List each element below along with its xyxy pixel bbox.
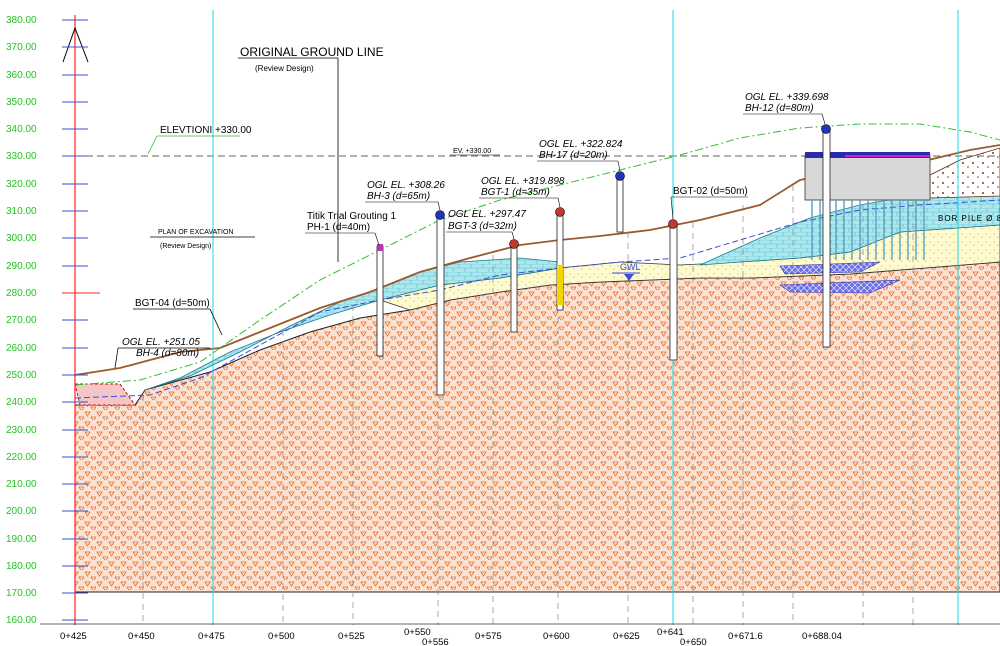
borehole-bh3[interactable] bbox=[435, 210, 445, 396]
svg-text:220.00: 220.00 bbox=[6, 452, 37, 463]
svg-text:0+600: 0+600 bbox=[543, 631, 570, 642]
svg-text:0+641: 0+641 bbox=[657, 627, 684, 638]
svg-text:0+550: 0+550 bbox=[404, 627, 431, 638]
svg-text:170.00: 170.00 bbox=[6, 588, 37, 599]
svg-text:240.00: 240.00 bbox=[6, 397, 37, 408]
svg-text:330.00: 330.00 bbox=[6, 151, 37, 162]
svg-text:210.00: 210.00 bbox=[6, 479, 37, 490]
borehole-bgt02[interactable] bbox=[668, 219, 678, 361]
elevation-labels: 380.00 370.00 360.00 350.00 340.00 330.0… bbox=[6, 15, 37, 626]
svg-text:0+525: 0+525 bbox=[338, 631, 365, 642]
bgt3-ogl-label: OGL EL. +297.47 bbox=[448, 209, 526, 220]
svg-text:0+575: 0+575 bbox=[475, 631, 502, 642]
bh4-ogl-label: OGL EL. +251.05 bbox=[122, 337, 200, 348]
svg-text:280.00: 280.00 bbox=[6, 288, 37, 299]
ev-330-label: EV. +330.00 bbox=[453, 148, 491, 155]
borehole-marker-icon bbox=[377, 244, 383, 251]
review-design-note: (Review Design) bbox=[255, 64, 314, 73]
north-arrow-icon bbox=[62, 26, 89, 63]
svg-text:270.00: 270.00 bbox=[6, 315, 37, 326]
svg-text:290.00: 290.00 bbox=[6, 261, 37, 272]
borehole-marker-icon bbox=[615, 171, 625, 181]
svg-text:0+688.04: 0+688.04 bbox=[802, 631, 842, 642]
borehole-marker-icon bbox=[555, 207, 565, 217]
bh17-ogl-label: OGL EL. +322.824 bbox=[539, 139, 623, 150]
bor-pile-label: BOR PILE Ø 80 bbox=[938, 214, 1000, 223]
clay-lens-2 bbox=[779, 279, 901, 294]
bedrock-layer bbox=[74, 261, 1000, 593]
svg-text:0+475: 0+475 bbox=[198, 631, 225, 642]
svg-text:0+556: 0+556 bbox=[422, 637, 449, 646]
svg-text:0+625: 0+625 bbox=[613, 631, 640, 642]
plan-of-excavation-title: PLAN OF EXCAVATION bbox=[158, 229, 233, 236]
svg-text:180.00: 180.00 bbox=[6, 561, 37, 572]
bh12-label: BH-12 (d=80m) bbox=[745, 103, 814, 114]
borehole-marker-icon bbox=[668, 219, 678, 229]
svg-text:320.00: 320.00 bbox=[6, 179, 37, 190]
borehole-bh12[interactable] bbox=[821, 124, 831, 348]
svg-text:300.00: 300.00 bbox=[6, 233, 37, 244]
borehole-marker-icon bbox=[435, 210, 445, 220]
bh12-ogl-label: OGL EL. +339.698 bbox=[745, 92, 829, 103]
svg-text:0+500: 0+500 bbox=[268, 631, 295, 642]
svg-text:260.00: 260.00 bbox=[6, 343, 37, 354]
svg-text:0+671.6: 0+671.6 bbox=[728, 631, 763, 642]
bgt04-label: BGT-04 (d=50m) bbox=[135, 298, 210, 309]
svg-text:360.00: 360.00 bbox=[6, 70, 37, 81]
svg-text:0+450: 0+450 bbox=[128, 631, 155, 642]
review-design-note-2: (Review Design) bbox=[160, 243, 211, 250]
svg-text:0+650: 0+650 bbox=[680, 637, 707, 646]
svg-text:340.00: 340.00 bbox=[6, 124, 37, 135]
svg-text:230.00: 230.00 bbox=[6, 425, 37, 436]
bgt3-label: BGT-3 (d=32m) bbox=[448, 221, 517, 232]
trial-grouting-label: Titik Trial Grouting 1 bbox=[307, 211, 397, 222]
borehole-marker-icon bbox=[821, 124, 831, 134]
svg-text:190.00: 190.00 bbox=[6, 534, 37, 545]
station-labels: 0+425 0+450 0+475 0+500 0+525 0+550 0+55… bbox=[60, 627, 842, 646]
original-ground-line-title: ORIGINAL GROUND LINE bbox=[240, 45, 384, 59]
water-level-triangle-icon bbox=[624, 274, 634, 281]
bgt02-label: BGT-02 (d=50m) bbox=[673, 186, 748, 197]
gwl-label: GWL bbox=[620, 262, 641, 272]
excavation-plan-line bbox=[74, 123, 1000, 386]
bh17-label: BH-17 (d=20m) bbox=[539, 150, 608, 161]
bh3-ogl-label: OGL EL. +308.26 bbox=[367, 180, 445, 191]
borehole-ph1[interactable] bbox=[376, 244, 384, 357]
elevation-ticks bbox=[62, 19, 100, 621]
borehole-bh17[interactable] bbox=[615, 171, 625, 233]
svg-text:200.00: 200.00 bbox=[6, 506, 37, 517]
svg-text:380.00: 380.00 bbox=[6, 15, 37, 26]
svg-text:160.00: 160.00 bbox=[6, 615, 37, 626]
borehole-bgt1[interactable] bbox=[555, 207, 565, 311]
elevation-line-label: ELEVTIONI +330.00 bbox=[160, 125, 252, 136]
svg-text:0+425: 0+425 bbox=[60, 631, 87, 642]
bgt1-ogl-label: OGL EL. +319.898 bbox=[481, 176, 565, 187]
ph1-label: PH-1 (d=40m) bbox=[307, 222, 370, 233]
excavation-pit bbox=[74, 383, 136, 406]
bh4-label: BH-4 (d=80m) bbox=[136, 348, 199, 359]
borehole-bgt3[interactable] bbox=[509, 239, 519, 333]
svg-text:370.00: 370.00 bbox=[6, 42, 37, 53]
borehole-marker-icon bbox=[509, 239, 519, 249]
bh3-label: BH-3 (d=65m) bbox=[367, 191, 430, 202]
svg-text:310.00: 310.00 bbox=[6, 206, 37, 217]
svg-text:250.00: 250.00 bbox=[6, 370, 37, 381]
svg-text:350.00: 350.00 bbox=[6, 97, 37, 108]
bgt1-label: BGT-1 (d=35m) bbox=[481, 187, 550, 198]
